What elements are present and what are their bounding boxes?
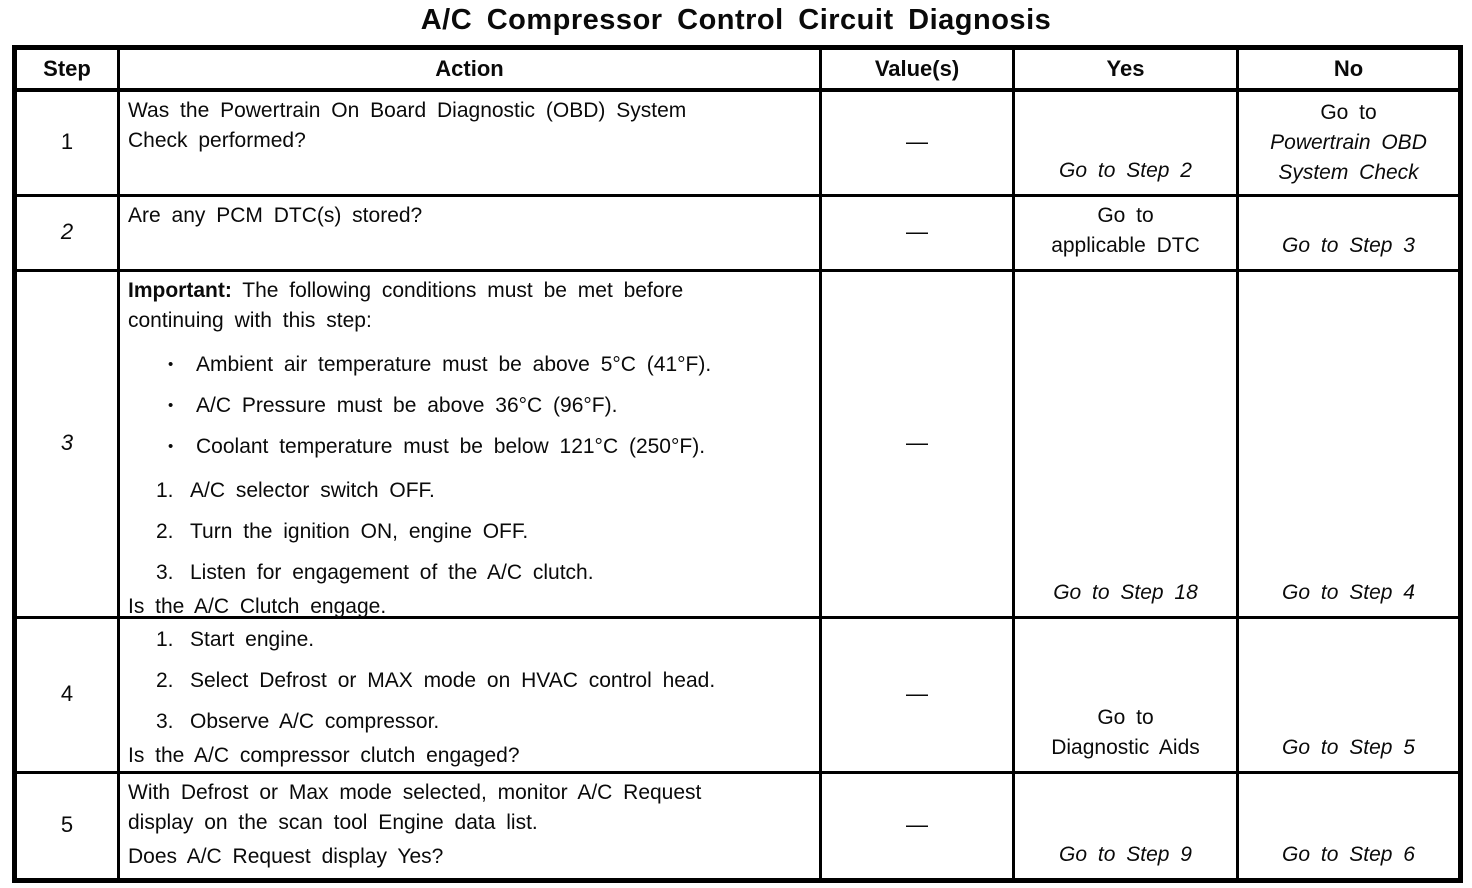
no-cell: Go to Powertrain OBD System Check — [1236, 88, 1462, 197]
step-cell: 3 — [13, 268, 120, 619]
list-text: Observe A/C compressor. — [190, 709, 440, 733]
table-header-row: Step Action Value(s) Yes No — [13, 46, 1462, 92]
list-number: 3. — [156, 560, 174, 584]
no-text: Go to Step 3 — [1282, 233, 1415, 257]
list-text: A/C selector switch OFF. — [190, 478, 435, 502]
list-item: 3. Listen for engagement of the A/C clut… — [128, 558, 811, 588]
table-row: 3 Important: The following conditions mu… — [13, 268, 1462, 619]
list-text: Listen for engagement of the A/C clutch. — [190, 560, 594, 584]
action-text: display on the scan tool Engine data lis… — [128, 810, 538, 834]
yes-text: Go to Step 9 — [1059, 842, 1192, 866]
step-cell: 1 — [13, 88, 120, 197]
list-number: 1. — [156, 627, 174, 651]
value-cell: — — [819, 268, 1015, 619]
no-text: Go to Step 5 — [1282, 735, 1415, 759]
list-number: 3. — [156, 709, 174, 733]
bullet-text: Coolant temperature must be below 121°C … — [196, 434, 706, 458]
diagnosis-table: Step Action Value(s) Yes No 1 Was the Po… — [12, 45, 1463, 883]
question-text: Does A/C Request display Yes? — [128, 844, 444, 868]
page-title: A/C Compressor Control Circuit Diagnosis — [420, 4, 1052, 36]
value-cell: — — [819, 88, 1015, 197]
list-item: 2. Select Defrost or MAX mode on HVAC co… — [128, 666, 811, 696]
action-cell: Was the Powertrain On Board Diagnostic (… — [117, 88, 822, 197]
table-row: 4 1. Start engine. 2. Select Defrost or … — [13, 615, 1462, 774]
bullet-icon: • — [168, 355, 174, 373]
yes-text: Go to — [1097, 705, 1154, 729]
yes-cell: Go to Step 2 — [1012, 88, 1239, 197]
column-header-values: Value(s) — [819, 46, 1015, 92]
list-item: • Ambient air temperature must be above … — [128, 350, 811, 380]
list-number: 1. — [156, 478, 174, 502]
list-text: Select Defrost or MAX mode on HVAC contr… — [190, 668, 716, 692]
no-cell: Go to Step 4 — [1236, 268, 1462, 619]
table-row: 2 Are any PCM DTC(s) stored? — Go to app… — [13, 193, 1462, 272]
action-text: Are any PCM DTC(s) stored? — [128, 203, 423, 227]
table-row: 5 With Defrost or Max mode selected, mon… — [13, 770, 1462, 882]
no-text: Go to — [1320, 100, 1377, 124]
value-cell: — — [819, 193, 1015, 272]
list-text: Turn the ignition ON, engine OFF. — [190, 519, 529, 543]
action-cell: With Defrost or Max mode selected, monit… — [117, 770, 822, 882]
action-text: Important: The following conditions must… — [128, 278, 684, 302]
question-text: Is the A/C Clutch engage. — [128, 594, 387, 618]
action-text: Check performed? — [128, 128, 306, 152]
no-text: Powertrain OBD — [1270, 130, 1427, 154]
yes-text: Go to Step 2 — [1059, 158, 1192, 182]
step-cell: 4 — [13, 615, 120, 774]
list-item: • A/C Pressure must be above 36°C (96°F)… — [128, 391, 811, 421]
table-row: 1 Was the Powertrain On Board Diagnostic… — [13, 88, 1462, 197]
no-cell: Go to Step 5 — [1236, 615, 1462, 774]
list-number: 2. — [156, 668, 174, 692]
action-cell: Are any PCM DTC(s) stored? — [117, 193, 822, 272]
question-text: Is the A/C compressor clutch engaged? — [128, 743, 520, 767]
list-number: 2. — [156, 519, 174, 543]
no-cell: Go to Step 6 — [1236, 770, 1462, 882]
action-text: With Defrost or Max mode selected, monit… — [128, 780, 702, 804]
no-text: Go to Step 6 — [1282, 842, 1415, 866]
list-item: 3. Observe A/C compressor. — [128, 707, 811, 737]
yes-text: Go to Step 18 — [1053, 580, 1198, 604]
list-item: 1. Start engine. — [128, 625, 811, 655]
value-cell: — — [819, 615, 1015, 774]
action-text: continuing with this step: — [128, 308, 372, 332]
yes-text: Diagnostic Aids — [1051, 735, 1200, 759]
value-cell: — — [819, 770, 1015, 882]
list-text: Start engine. — [190, 627, 315, 651]
list-item: • Coolant temperature must be below 121°… — [128, 432, 811, 462]
important-label: Important: — [128, 278, 232, 302]
list-item: 2. Turn the ignition ON, engine OFF. — [128, 517, 811, 547]
list-item: 1. A/C selector switch OFF. — [128, 476, 811, 506]
column-header-no: No — [1236, 46, 1462, 92]
action-cell: Important: The following conditions must… — [117, 268, 822, 619]
step-cell: 5 — [13, 770, 120, 882]
action-cell: 1. Start engine. 2. Select Defrost or MA… — [117, 615, 822, 774]
yes-cell: Go to applicable DTC — [1012, 193, 1239, 272]
bullet-text: Ambient air temperature must be above 5°… — [196, 352, 712, 376]
yes-cell: Go to Diagnostic Aids — [1012, 615, 1239, 774]
no-text: System Check — [1278, 160, 1419, 184]
column-header-step: Step — [13, 46, 120, 92]
bullet-text: A/C Pressure must be above 36°C (96°F). — [196, 393, 618, 417]
no-text: Go to Step 4 — [1282, 580, 1415, 604]
no-cell: Go to Step 3 — [1236, 193, 1462, 272]
yes-text: Go to — [1097, 203, 1154, 227]
column-header-yes: Yes — [1012, 46, 1239, 92]
yes-cell: Go to Step 9 — [1012, 770, 1239, 882]
bullet-icon: • — [168, 437, 174, 455]
action-text: Was the Powertrain On Board Diagnostic (… — [128, 98, 687, 122]
column-header-action: Action — [117, 46, 822, 92]
step-cell: 2 — [13, 193, 120, 272]
yes-cell: Go to Step 18 — [1012, 268, 1239, 619]
yes-text: applicable DTC — [1051, 233, 1200, 257]
bullet-icon: • — [168, 396, 174, 414]
